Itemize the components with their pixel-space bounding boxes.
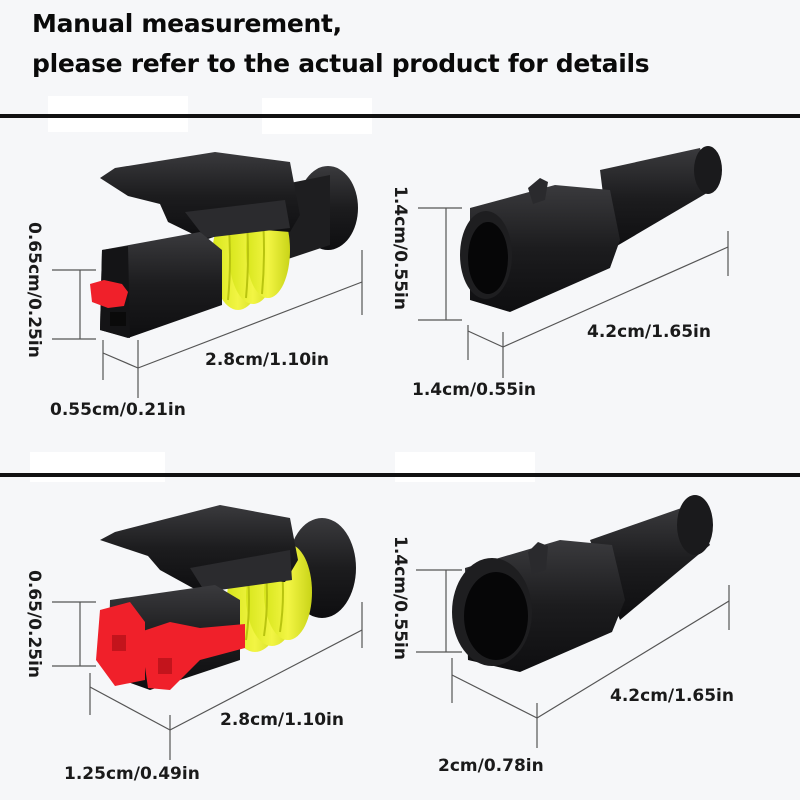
width-label: 0.55cm/0.21in	[50, 400, 186, 420]
dimension-lines	[52, 207, 730, 760]
length-label: 4.2cm/1.65in	[610, 686, 734, 706]
housing	[470, 185, 620, 312]
height-label: 0.65cm/0.25in	[24, 222, 44, 358]
front-body	[100, 232, 222, 338]
dim-line	[89, 686, 171, 731]
socket-opening	[464, 572, 528, 660]
width-label: 1.25cm/0.49in	[64, 764, 200, 784]
socket-opening	[468, 222, 508, 294]
section-divider-middle	[0, 473, 800, 477]
length-label: 2.8cm/1.10in	[205, 350, 329, 370]
male-1pin-connector	[460, 146, 722, 312]
female-1pin-connector	[90, 152, 358, 338]
dim-line	[169, 629, 363, 731]
dim-line	[536, 600, 730, 719]
width-label: 2cm/0.78in	[438, 756, 544, 776]
red-lock	[90, 280, 128, 308]
dim-line	[451, 674, 538, 719]
height-label: 1.4cm/0.55in	[390, 536, 410, 660]
height-label: 0.65/0.25in	[24, 570, 44, 679]
background-pad	[30, 452, 165, 482]
dim-line	[467, 330, 504, 348]
dim-line	[502, 246, 729, 348]
height-label: 1.4cm/0.55in	[390, 186, 410, 310]
female-2pin-connector	[96, 505, 356, 690]
header-title: Manual measurement, please refer to the …	[32, 4, 650, 84]
header-line-1: Manual measurement,	[32, 9, 342, 38]
dim-line	[137, 281, 363, 369]
section-divider-top	[0, 114, 800, 118]
background-pad	[395, 452, 535, 482]
width-label: 1.4cm/0.55in	[412, 380, 536, 400]
male-2pin-connector	[452, 495, 713, 672]
header-line-2: please refer to the actual product for d…	[32, 49, 650, 78]
dim-line	[102, 352, 139, 369]
length-label: 4.2cm/1.65in	[587, 322, 711, 342]
length-label: 2.8cm/1.10in	[220, 710, 344, 730]
